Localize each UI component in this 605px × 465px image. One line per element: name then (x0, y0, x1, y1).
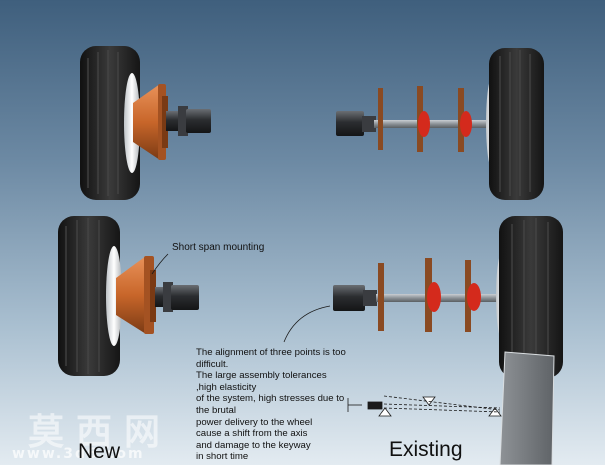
rim-new-bottom (106, 246, 122, 346)
shaft-rod-existing-top (374, 120, 492, 128)
disc-1-existing-bottom (378, 263, 384, 331)
motor-block-existing-bottom (333, 285, 377, 311)
alignment-note-line-3: of the system, high stresses due to the … (196, 393, 345, 416)
disc-2-existing-top (417, 86, 430, 152)
alignment-note-line-2: The large assembly tolerances ,high elas… (196, 370, 327, 393)
rim-new-top (124, 73, 140, 173)
alignment-schematic (347, 395, 502, 417)
disc-1-existing-top (378, 88, 383, 150)
alignment-note-line-4: power delivery to the wheel (196, 416, 313, 428)
short-span-label: Short span mounting (172, 242, 265, 253)
support-post-existing (499, 351, 555, 465)
tire-new-top (80, 46, 140, 200)
disc-3-existing-bottom (465, 260, 481, 332)
tire-new-bottom (58, 216, 120, 376)
motor-shaft-new-bottom (155, 282, 199, 312)
disc-2-existing-bottom (425, 258, 441, 332)
motor-block-existing-top (336, 111, 376, 136)
tire-existing-bottom (499, 216, 563, 378)
leader-short-span (151, 253, 169, 275)
copper-hub-new-bottom (116, 256, 156, 334)
leader-alignment-note (283, 305, 331, 343)
watermark-chinese: 莫西网 (28, 412, 173, 453)
new-assembly-bottom (58, 216, 199, 376)
watermark-url: www.3d6.com (12, 446, 145, 462)
leader-lines (151, 253, 331, 343)
existing-label: Existing (389, 438, 463, 461)
new-assembly-top (80, 46, 211, 200)
alignment-note: The alignment of three points is too dif… (196, 347, 346, 463)
motor-shaft-new-top (166, 106, 211, 136)
disc-3-existing-top (458, 88, 472, 152)
existing-assembly-top (336, 48, 544, 200)
copper-hub-new-top (133, 84, 168, 160)
alignment-note-line-7: in short time (196, 451, 249, 463)
alignment-note-line-1: The alignment of three points is too dif… (196, 347, 346, 370)
alignment-note-line-5: cause a shift from the axis (196, 428, 308, 440)
tire-existing-top (489, 48, 544, 200)
new-label: New (78, 440, 121, 463)
alignment-note-line-6: and damage to the keyway (196, 439, 311, 451)
existing-assembly-bottom (333, 216, 563, 465)
